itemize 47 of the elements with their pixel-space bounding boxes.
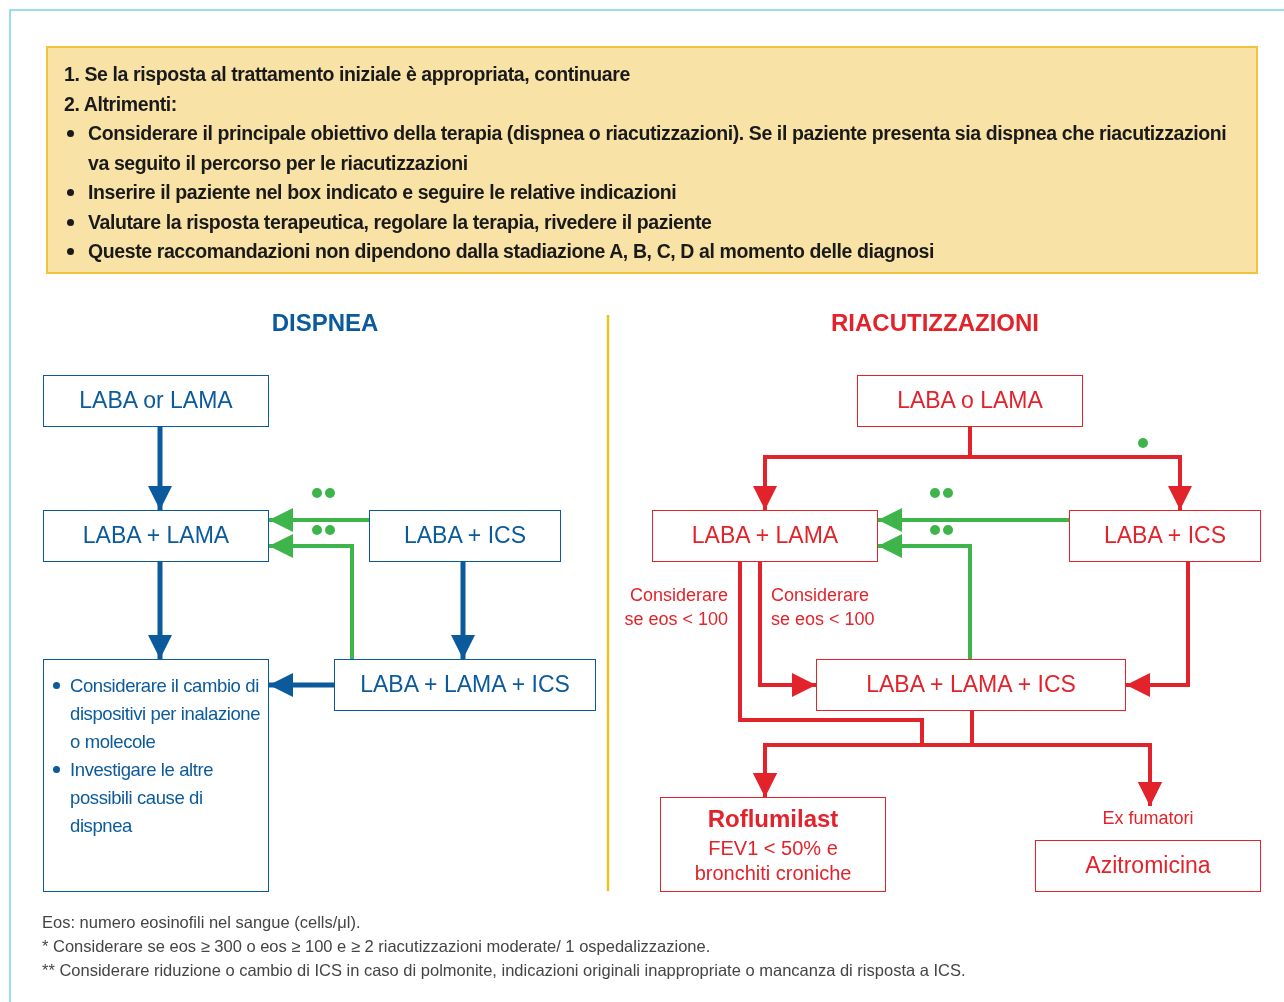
instruction-panel (46, 46, 1258, 274)
box-label: LABA + LAMA + ICS (866, 671, 1076, 699)
therapy-box (43, 375, 269, 427)
footnote-text: * Considerare se eos ≥ 300 o eos ≥ 100 e ≥ 2 riacutizzazioni moderate/ 1 ospedalizzazione. (42, 937, 711, 956)
box-label: LABA + LAMA + ICS (360, 671, 570, 699)
arrow (148, 427, 172, 510)
therapy-box (816, 659, 1126, 711)
arrow (878, 508, 1069, 532)
arrow (148, 562, 172, 659)
arrow (878, 534, 972, 659)
footnote-text: ** Considerare riduzione o cambio di ICS in caso di polmonite, indicazioni originali inappropriate o mancanza di risposta a ICS. (42, 961, 966, 980)
arrow (269, 534, 354, 659)
box-label: LABA + ICS (403, 522, 527, 550)
box-label: Roflumilast (707, 803, 839, 834)
arrow (269, 508, 369, 532)
section-heading: DISPNEA (271, 309, 379, 337)
footnote-text: Eos: numero eosinofili nel sangue (cells/μl). (42, 913, 361, 932)
instruction-text: Considerare il cambio di dispositivi per inalazione o molecole (70, 674, 262, 754)
instruction-text: Valutare la risposta terapeutica, regolare la terapia, rivedere il paziente (88, 209, 712, 235)
instruction-text: Investigare le altre possibili cause di dispnea (70, 758, 215, 838)
recommendation-box (43, 659, 269, 892)
therapy-box (43, 510, 269, 562)
box-label: LABA + ICS (1103, 522, 1227, 550)
box-note: FEV1 < 50% e bronchiti croniche (693, 835, 853, 886)
arrow (758, 562, 816, 697)
therapy-box (369, 510, 561, 562)
box-label: LABA o LAMA (897, 387, 1043, 415)
box-label: LABA + LAMA (691, 522, 839, 550)
arrow (1126, 562, 1190, 697)
box-label: LABA + LAMA (82, 522, 230, 550)
section-heading: RIACUTIZZAZIONI (831, 309, 1039, 337)
instruction-text: Considerare il principale obiettivo della terapia (dispnea o riacutizzazioni). Se il paziente presenta sia dispnea che riacutizzazioni va seguito il percorso per le riacutizzazioni (88, 121, 1228, 176)
box-label: Azitromicina (1085, 852, 1211, 880)
instruction-text: Inserire il paziente nel box indicato e seguire le relative indicazioni (88, 180, 677, 205)
therapy-box (652, 510, 878, 562)
arrow (451, 562, 475, 659)
box-label: LABA or LAMA (79, 387, 233, 415)
arrow (970, 711, 1162, 806)
therapy-box (660, 797, 886, 892)
therapy-box (334, 659, 596, 711)
arrow (269, 673, 334, 697)
instruction-text: 1. Se la risposta al trattamento iniziale è appropriata, continuare (64, 62, 630, 87)
instruction-text: Queste raccomandazioni non dipendono dalla stadiazione A, B, C, D al momento delle diagnosi (88, 239, 934, 264)
therapy-box (857, 375, 1083, 427)
instruction-text: 2. Altrimenti: (64, 91, 177, 117)
therapy-box (1069, 510, 1261, 562)
node-caption: Ex fumatori (1101, 807, 1195, 830)
